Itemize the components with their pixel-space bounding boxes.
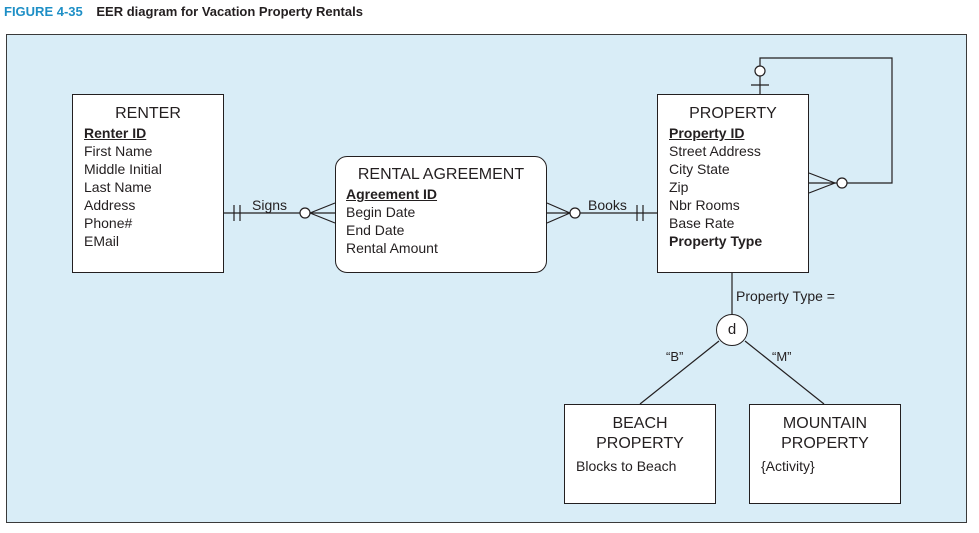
property-type-attribute: Property Type [669,233,763,249]
renter-address-attribute: Address [84,197,136,213]
renter-last-name-attribute: Last Name [84,179,152,195]
street-address-attribute: Street Address [669,143,761,159]
nbr-rooms-attribute: Nbr Rooms [669,197,740,213]
books-label: Books [588,197,627,213]
beach-property-name-line2: PROPERTY [596,435,684,452]
renter-middle-initial-attribute: Middle Initial [84,161,162,177]
discriminator-label: Property Type = [736,288,835,304]
renter-email-attribute: EMail [84,233,120,249]
books-zero-circle [569,207,581,219]
figure-caption: FIGURE 4-35 EER diagram for Vacation Pro… [4,4,363,19]
agreement-id-attribute: Agreement ID [346,186,438,202]
mountain-subtype-value: “M” [772,349,792,364]
property-id-attribute: Property ID [669,125,745,141]
books-crowfoot [546,202,571,224]
figure-number: FIGURE 4-35 [4,4,83,19]
mountain-property-entity: MOUNTAIN PROPERTY {Activity} [749,404,901,504]
renter-id-attribute: Renter ID [84,125,147,141]
mountain-subtype-line [744,340,825,405]
signs-zero-circle [299,207,311,219]
unary-right-zero-circle [836,177,848,189]
renter-phone-attribute: Phone# [84,215,133,231]
disjoint-constraint-circle: d [716,314,748,346]
unary-crowfoot [808,172,836,194]
renter-entity: RENTER Renter ID First Name Middle Initi… [72,94,224,273]
rental-agreement-entity: RENTAL AGREEMENT Agreement ID Begin Date… [335,156,547,273]
base-rate-attribute: Base Rate [669,215,735,231]
rental-agreement-entity-name: RENTAL AGREEMENT [357,166,525,183]
beach-subtype-line [639,340,720,405]
blocks-to-beach-attribute: Blocks to Beach [576,458,677,474]
end-date-attribute: End Date [346,222,405,238]
beach-subtype-value: “B” [666,349,684,364]
beach-property-entity: BEACH PROPERTY Blocks to Beach [564,404,716,504]
activity-attribute: {Activity} [761,458,815,474]
renter-entity-name: RENTER [115,105,181,122]
begin-date-attribute: Begin Date [346,204,416,220]
mountain-property-name-line2: PROPERTY [781,435,869,452]
property-entity: PROPERTY Property ID Street Address City… [657,94,809,273]
figure-title: EER diagram for Vacation Property Rental… [96,4,363,19]
city-state-attribute: City State [669,161,730,177]
property-entity-name: PROPERTY [689,105,777,122]
rental-amount-attribute: Rental Amount [346,240,438,256]
unary-top-zero-circle [754,65,766,77]
renter-first-name-attribute: First Name [84,143,153,159]
zip-attribute: Zip [669,179,689,195]
mountain-property-name-line1: MOUNTAIN [782,415,868,432]
signs-label: Signs [252,197,288,213]
beach-property-name-line1: BEACH [612,415,668,432]
signs-crowfoot [309,202,336,224]
